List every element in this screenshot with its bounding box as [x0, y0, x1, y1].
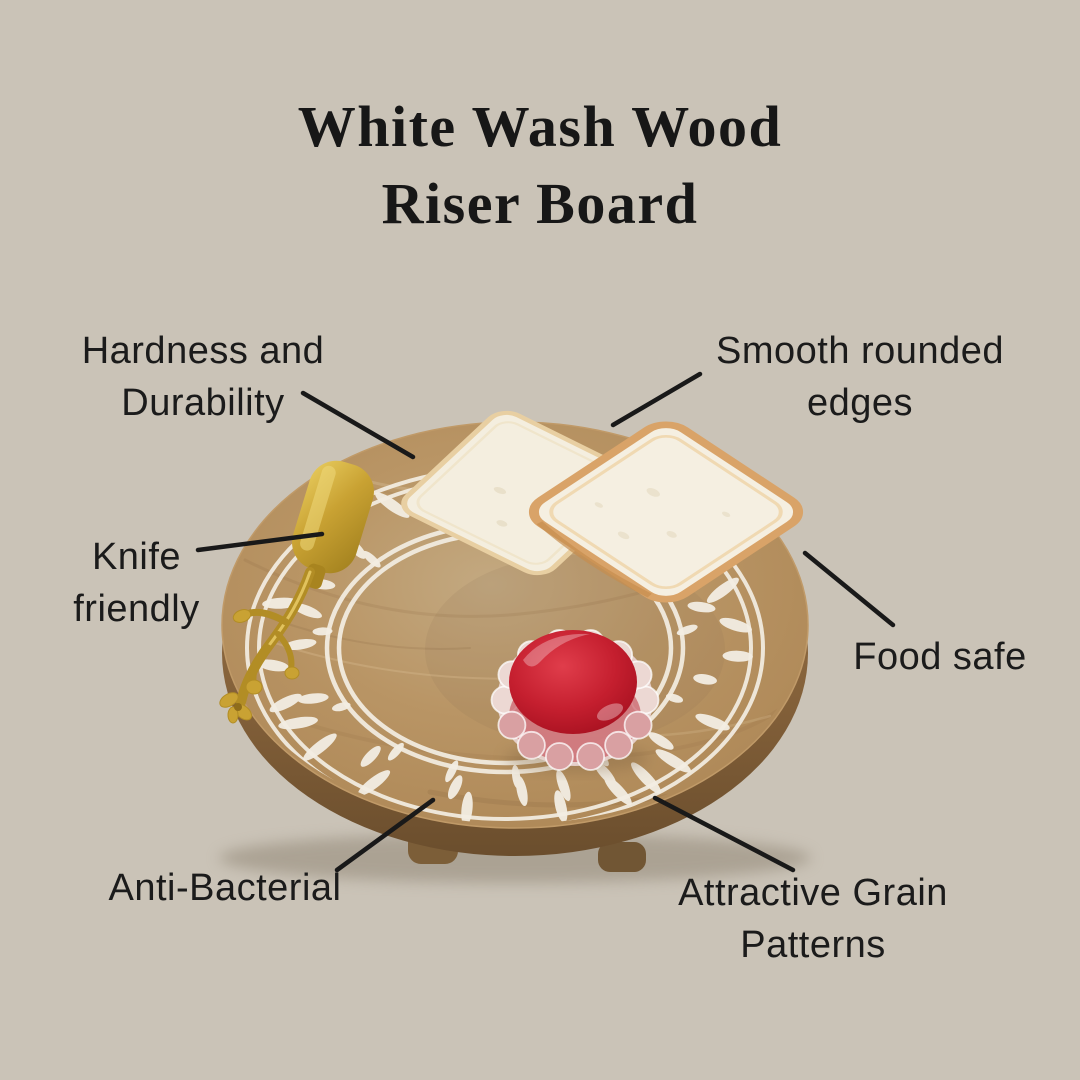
feature-label-anti-bacterial: Anti-Bacterial: [75, 862, 375, 914]
title-line-1: White Wash Wood: [297, 94, 783, 159]
jam-bowl: [490, 629, 660, 772]
leader-line-attractive-grain-patterns: [652, 795, 796, 873]
leader-line-food-safe: [802, 550, 896, 628]
bread-slice-front: [528, 421, 804, 603]
feature-label-line: Food safe: [853, 636, 1027, 678]
title-line-2: Riser Board: [381, 171, 699, 236]
jam-bowl-scallops-front: [497, 710, 653, 771]
feature-label-line: Patterns: [740, 924, 886, 966]
leader-line-knife-friendly: [195, 531, 325, 553]
feature-label-line: Anti-Bacterial: [108, 867, 342, 909]
jam-highlight: [523, 633, 590, 667]
page-title: White Wash Wood Riser Board: [0, 88, 1080, 242]
feature-label-knife-friendly: Knife friendly: [34, 531, 239, 635]
feature-label-food-safe: Food safe: [790, 631, 1080, 683]
jam-surface: [509, 630, 637, 734]
feature-label-line: friendly: [73, 588, 200, 630]
feature-label-hardness-durability: Hardness and Durability: [38, 325, 368, 429]
leader-line-smooth-rounded-edges: [610, 371, 703, 428]
spreader-knife: [219, 460, 374, 724]
knife-twig-handle: [219, 567, 315, 724]
leader-lines: [195, 371, 896, 873]
feature-label-line: Knife: [91, 536, 182, 578]
feature-label-line: Durability: [121, 382, 285, 424]
feature-label-line: Smooth rounded: [716, 330, 1004, 372]
feature-label-line: Hardness and: [81, 330, 325, 372]
leader-line-hardness-durability: [300, 390, 416, 460]
feature-label-smooth-rounded-edges: Smooth rounded edges: [700, 325, 1020, 429]
feature-label-line: Attractive Grain: [678, 872, 948, 914]
feature-label-line: edges: [806, 382, 914, 424]
leader-line-anti-bacterial: [334, 797, 436, 873]
feature-label-attractive-grain-patterns: Attractive Grain Patterns: [660, 867, 966, 971]
